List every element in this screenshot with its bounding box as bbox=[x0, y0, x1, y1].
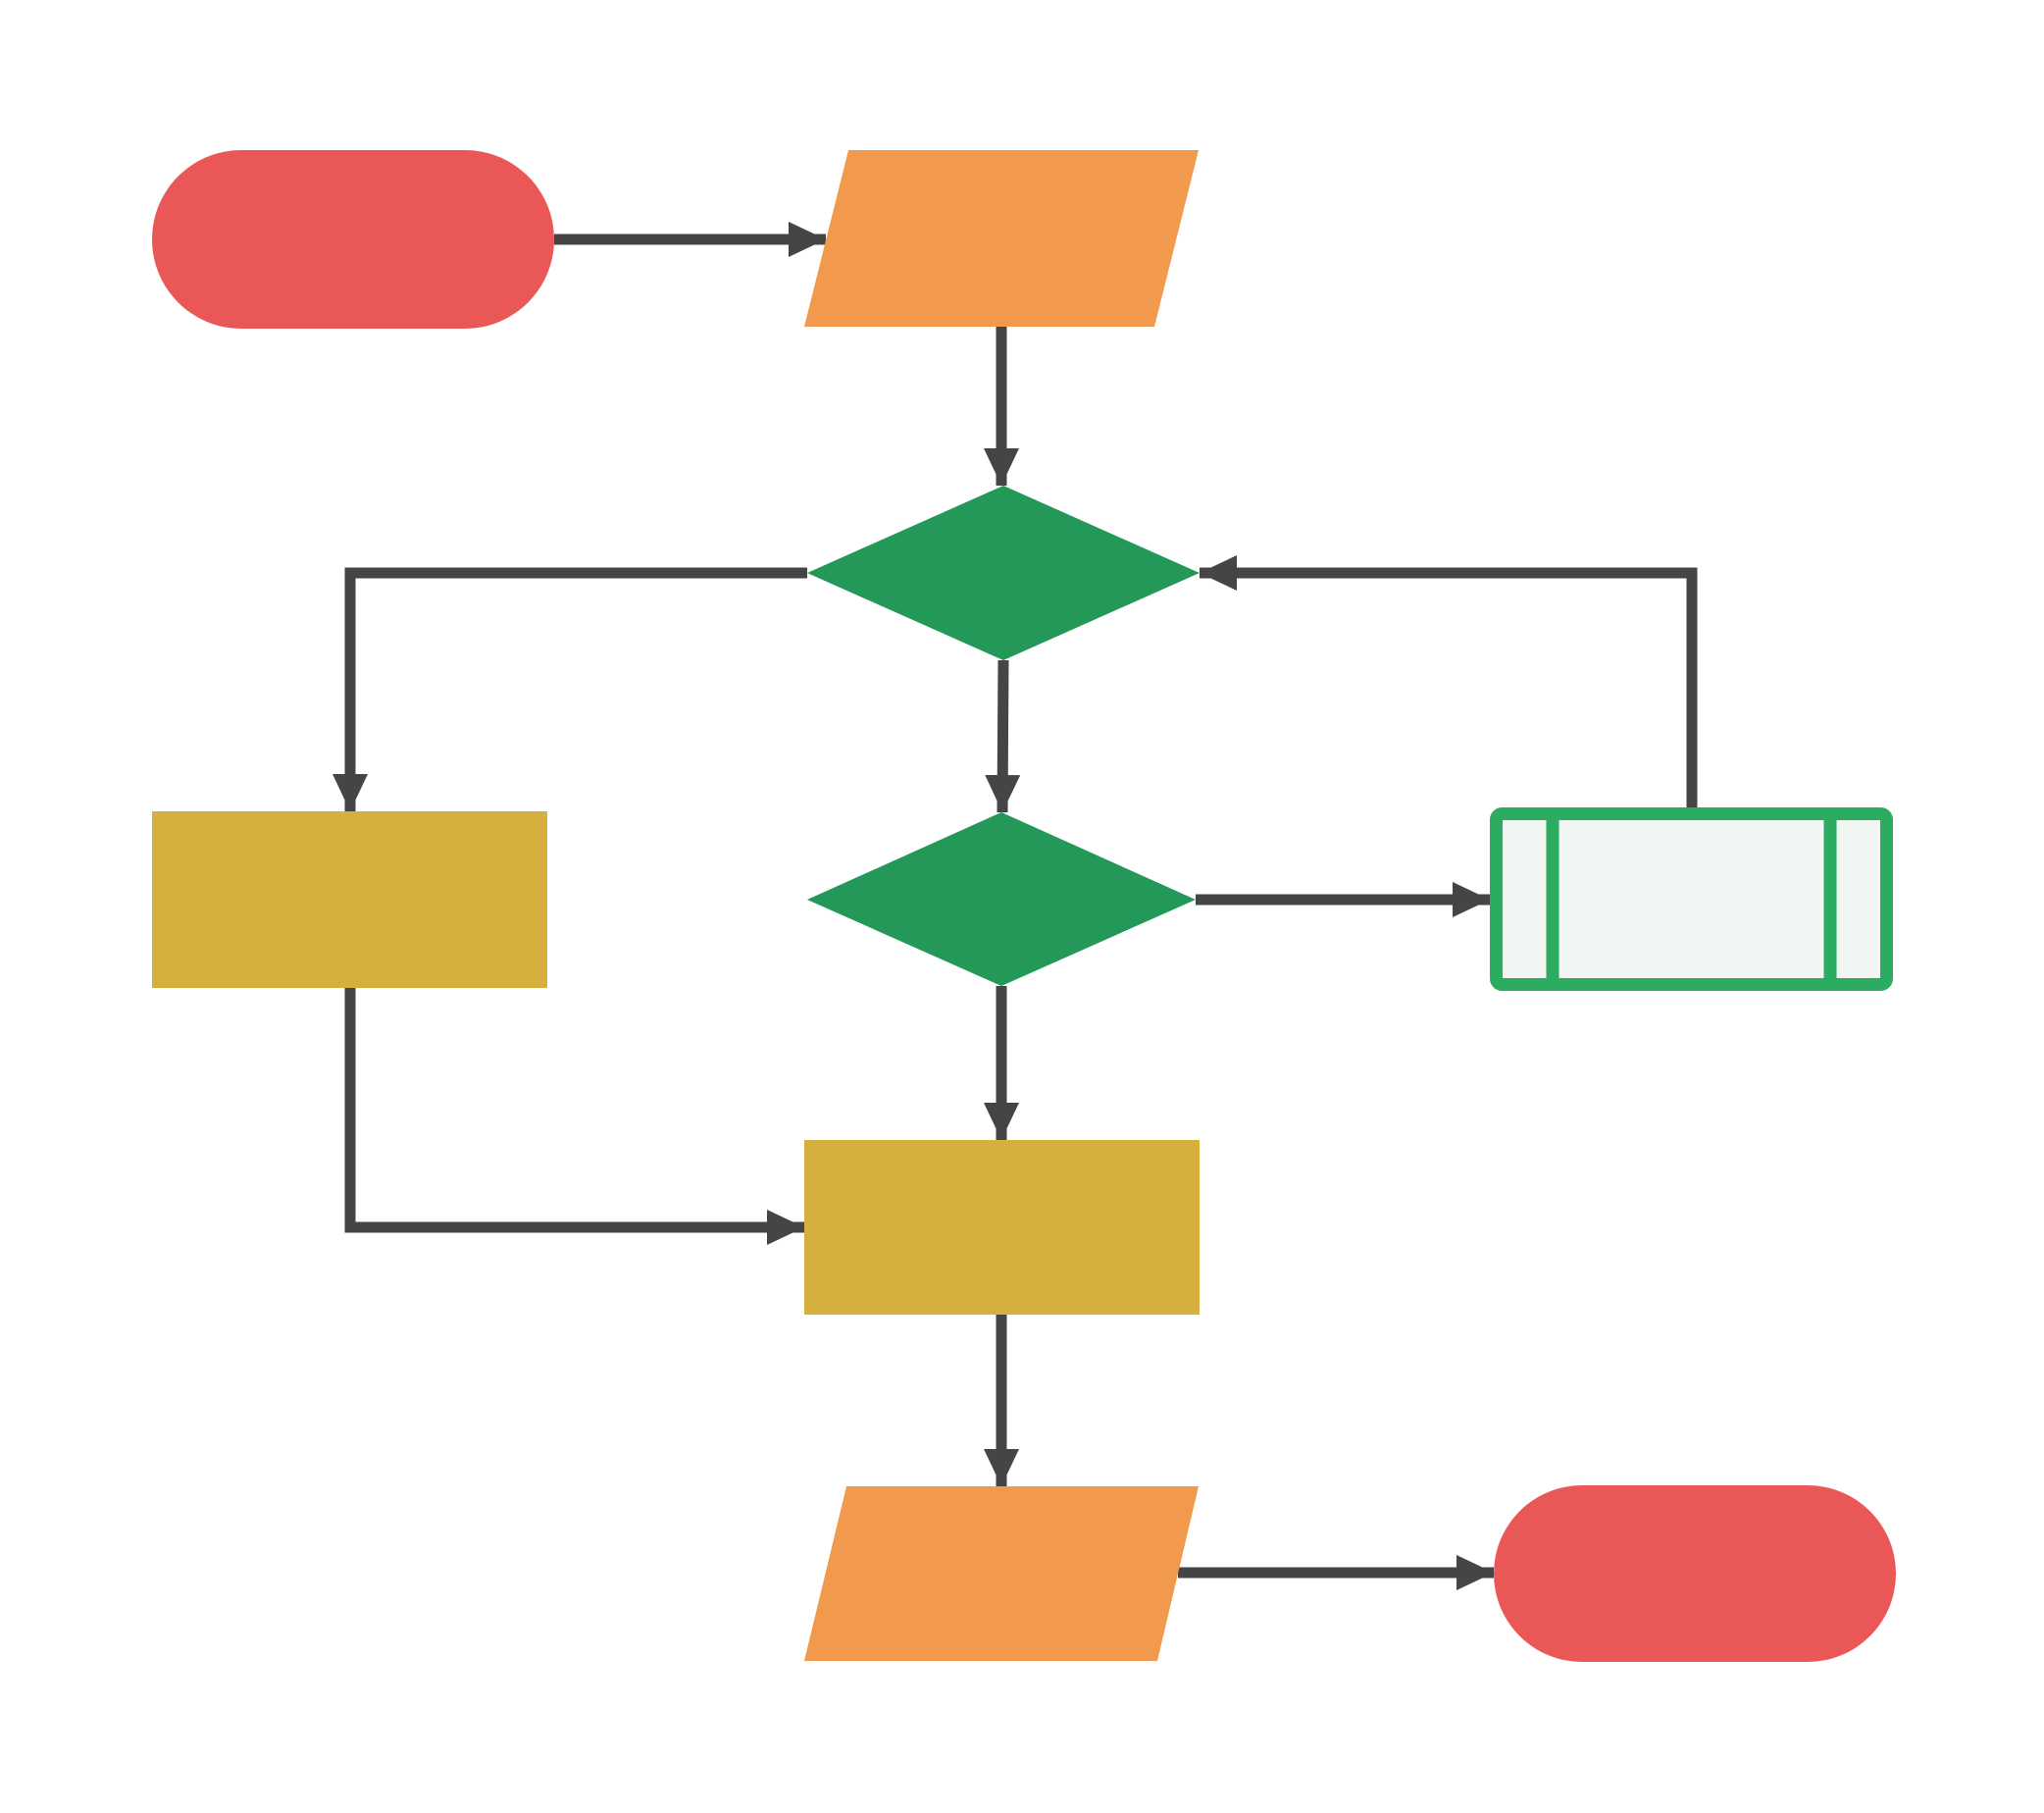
process-node-left bbox=[152, 811, 547, 988]
predefined-process-node-body bbox=[1490, 807, 1893, 991]
predefined-process-node bbox=[1490, 807, 1893, 991]
start-terminator-node bbox=[152, 150, 554, 329]
data-input-node bbox=[804, 150, 1199, 327]
decision-node-2 bbox=[807, 812, 1196, 986]
edge-predefined-to-decision1-loop bbox=[1200, 555, 1698, 807]
nodes-layer bbox=[152, 150, 1896, 1662]
decision-node-1 bbox=[807, 486, 1200, 660]
edge-decision1-to-decision2 bbox=[985, 659, 1021, 813]
edge-process-left-to-process-center bbox=[344, 988, 804, 1245]
end-terminator-node bbox=[1494, 1485, 1896, 1662]
data-output-node bbox=[804, 1486, 1199, 1661]
edge-decision1-to-process-left bbox=[332, 567, 807, 811]
edges-layer bbox=[332, 222, 1698, 1590]
process-node-center bbox=[804, 1140, 1200, 1315]
